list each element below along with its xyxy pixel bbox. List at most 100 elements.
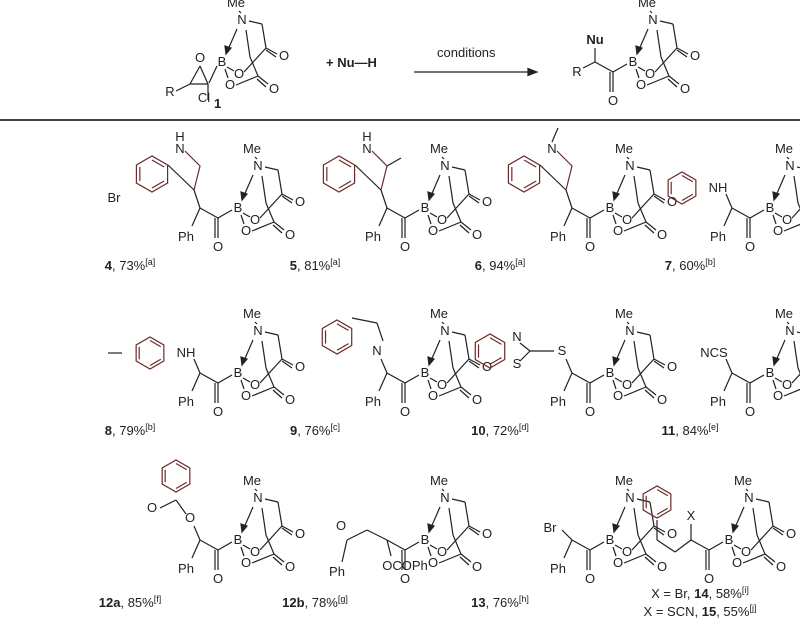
compound-label: X = Br, 14, 58%[i] [651, 585, 749, 601]
bond [783, 388, 800, 397]
bond [273, 221, 285, 231]
bond [226, 66, 235, 72]
phenyl-label: Ph [178, 561, 194, 576]
bond [217, 209, 233, 219]
bond [653, 360, 665, 369]
yield: , 78% [305, 595, 339, 610]
bond [265, 49, 277, 58]
benzene-ring [135, 155, 169, 193]
methyl-label: Me [243, 306, 261, 321]
double-bond [656, 489, 669, 497]
bond [763, 556, 774, 566]
bond [264, 166, 279, 171]
oxygen-atom: O [613, 555, 623, 570]
phenyl-label: Ph [550, 394, 566, 409]
bond [441, 321, 445, 325]
bond [791, 373, 800, 384]
bond [273, 386, 285, 396]
bond [249, 56, 259, 77]
x-definition: X = SCN, [644, 604, 702, 619]
ketone-oxygen: O [745, 404, 755, 419]
ketone-oxygen: O [585, 404, 595, 419]
carbonyl-oxygen: O [472, 227, 482, 242]
bond [653, 195, 665, 204]
bond [565, 358, 573, 374]
bond [199, 372, 219, 384]
bond [464, 334, 470, 360]
bond [667, 78, 678, 88]
nitrogen-atom: N [253, 323, 262, 338]
bond [281, 527, 293, 536]
compound-number: 13 [471, 595, 485, 610]
arrow-head-icon [427, 191, 436, 202]
compound-label: 6, 94%[a] [475, 257, 526, 273]
bond [193, 358, 201, 374]
double-bond [149, 340, 162, 348]
bond [756, 534, 766, 555]
ketone-oxygen: O [213, 404, 223, 419]
nh-hydrogen: H [175, 129, 184, 144]
oxygen-atom: O [250, 212, 260, 227]
ketone-oxygen: O [336, 518, 346, 533]
bond [633, 507, 639, 536]
bond [404, 374, 420, 384]
bond [656, 29, 662, 58]
boron-atom: B [421, 365, 430, 380]
bond [731, 372, 751, 384]
carbonyl-oxygen: O [680, 81, 690, 96]
bond [251, 221, 275, 232]
bond [159, 499, 177, 509]
double-bond [151, 159, 165, 168]
bond [242, 377, 251, 383]
bond [404, 541, 420, 551]
compound-label: 5, 81%[a] [290, 257, 341, 273]
bond [468, 525, 481, 533]
reactant-number: 1 [214, 96, 221, 111]
compound-number: 12b [282, 595, 304, 610]
bond [563, 539, 573, 559]
bond [645, 553, 657, 563]
phenyl-label: Ph [178, 394, 194, 409]
bond [468, 193, 481, 201]
bond [797, 367, 800, 375]
bond [589, 541, 605, 551]
bond [341, 539, 348, 563]
footnote: [f] [154, 594, 162, 604]
oxygen-atom: O [622, 377, 632, 392]
bond [245, 29, 251, 58]
r-group: R [572, 64, 581, 79]
double-bond [149, 358, 162, 366]
oxygen-atom: O [773, 388, 783, 403]
bond [217, 541, 233, 551]
bond [626, 488, 630, 492]
bond [446, 193, 470, 219]
bond [571, 207, 591, 219]
pyrrole-ring [184, 150, 201, 191]
phenyl-label: Ph [550, 229, 566, 244]
boron-atom: B [606, 532, 615, 547]
nitrogen-atom: N [785, 323, 794, 338]
indoline-nitrogen: N [372, 343, 381, 358]
bond [774, 212, 783, 218]
oxygen-atom: O [613, 388, 623, 403]
bond [259, 193, 283, 219]
bond [429, 544, 438, 550]
bond [637, 367, 647, 388]
bond [783, 223, 800, 232]
compound-label: X = SCN, 15, 55%[j] [644, 603, 757, 619]
boron-atom: B [234, 200, 243, 215]
phenyl-label: Ph [710, 229, 726, 244]
bond [623, 221, 647, 232]
oxygen-atom: O [732, 555, 742, 570]
bond [750, 525, 774, 551]
bond [791, 208, 800, 219]
bond [674, 539, 692, 553]
amine-nh: NH [177, 345, 196, 360]
yield: , 94% [482, 258, 516, 273]
arrow-head-icon [240, 356, 249, 367]
carbonyl-oxygen: O [786, 526, 796, 541]
bond [451, 331, 466, 336]
